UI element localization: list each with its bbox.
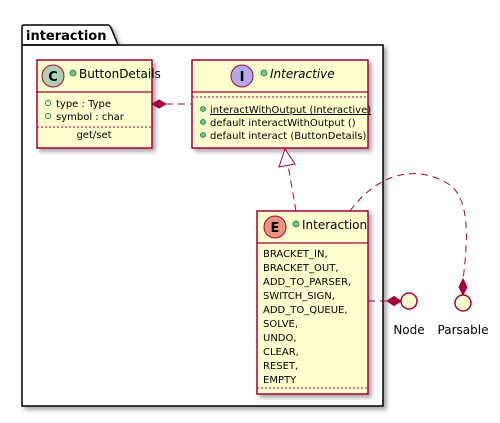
package-title: interaction <box>26 29 107 44</box>
enum-constant: BRACKET_OUT, <box>263 263 339 274</box>
enum-constant: CLEAR, <box>263 347 299 358</box>
interface-interactive[interactable]: I Interactive interactWithOutput (Intera… <box>191 59 371 149</box>
enum-constant: SOLVE, <box>263 319 298 330</box>
interface-parsable[interactable]: Parsable <box>438 294 489 337</box>
method-default-interact-with-output: default interactWithOutput () <box>210 118 356 129</box>
class-stereotype-icon <box>41 64 65 88</box>
public-visibility-icon <box>69 69 77 77</box>
class-name: ButtonDetails <box>79 67 161 81</box>
method-visibility-icon <box>200 119 206 125</box>
field-visibility-icon <box>45 113 51 119</box>
interface-name: Interactive <box>270 67 335 81</box>
method-default-interact: default interact (ButtonDetails) <box>210 131 366 142</box>
edge-interaction-node <box>368 295 402 307</box>
interface-box <box>191 59 369 149</box>
edge-buttondetails-interactive <box>150 99 192 109</box>
enum-constant: ADD_TO_QUEUE, <box>263 305 348 316</box>
interface-node-circle <box>400 292 418 310</box>
class-stereotype-letter: C <box>48 70 58 85</box>
enum-constant: RESET, <box>263 361 298 372</box>
enum-constant: ADD_TO_PARSER, <box>263 277 351 288</box>
composition-diamond <box>386 295 402 307</box>
composition-diamond <box>150 99 168 109</box>
interface-parsable-circle <box>454 294 472 312</box>
interface-node[interactable]: Node <box>393 292 425 337</box>
enum-constant: BRACKET_IN, <box>263 249 328 260</box>
composition-diamond <box>458 277 468 297</box>
class-button-details[interactable]: C ButtonDetails type : Type symbol : cha… <box>36 59 161 149</box>
interface-parsable-label: Parsable <box>438 323 489 337</box>
enum-stereotype-icon <box>263 215 287 239</box>
method-interact-with-output-static: interactWithOutput (Interactive) <box>210 105 371 116</box>
field-symbol: symbol : char <box>56 112 125 123</box>
interface-stereotype-icon <box>230 64 254 88</box>
interface-stereotype-letter: I <box>240 70 245 85</box>
enum-constant: SWITCH_SIGN, <box>263 291 335 302</box>
public-visibility-icon <box>260 69 268 77</box>
enum-constant: UNDO, <box>263 333 297 344</box>
method-visibility-icon <box>200 132 206 138</box>
enum-stereotype-letter: E <box>271 221 280 236</box>
field-visibility-icon <box>45 100 51 106</box>
interface-node-label: Node <box>393 323 424 337</box>
enum-interaction[interactable]: E Interaction BRACKET_IN, BRACKET_OUT, A… <box>256 210 369 395</box>
enum-constant: EMPTY <box>263 375 297 386</box>
enum-box <box>256 210 369 395</box>
getset-section-label: get/set <box>76 130 111 141</box>
method-visibility-icon <box>200 106 206 112</box>
public-visibility-icon <box>292 220 300 228</box>
enum-name: Interaction <box>302 218 367 232</box>
realization-arrowhead <box>278 147 296 168</box>
package-tab <box>21 24 119 46</box>
field-type: type : Type <box>56 99 111 110</box>
edge-realization-interactive <box>278 147 297 212</box>
